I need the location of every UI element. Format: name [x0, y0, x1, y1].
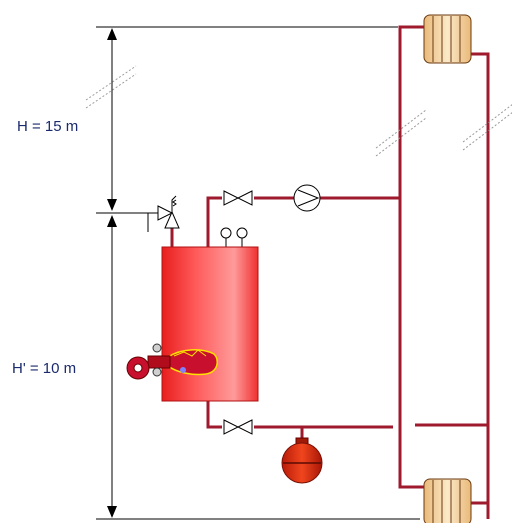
- expansion-vessel-icon: [281, 437, 323, 484]
- return-riser: [470, 52, 490, 519]
- dimension-lines: [96, 26, 420, 520]
- break-mark-icon: [462, 104, 512, 151]
- arrow-up-icon: [107, 28, 117, 40]
- lower-height-label: H' = 10 m: [12, 360, 77, 377]
- pressure-gauge-icon: [220, 227, 232, 247]
- radiator-icon: [423, 478, 472, 526]
- pipework: [170, 25, 490, 519]
- return-pipe-left: [206, 400, 393, 429]
- break-mark-icon: [85, 65, 137, 109]
- burner-icon: [126, 343, 219, 380]
- gate-valve-icon: [222, 419, 254, 435]
- break-mark-icon: [375, 109, 427, 157]
- safety-valve-icon: [157, 195, 180, 229]
- flow-riser-bottom: [398, 198, 424, 489]
- radiator-icon: [423, 14, 472, 64]
- flow-pipe: [206, 196, 400, 247]
- flow-riser-top: [398, 25, 424, 198]
- upper-height-label: H = 15 m: [17, 118, 79, 135]
- thermometer-icon: [236, 227, 248, 247]
- arrow-up-icon: [107, 215, 117, 227]
- circulator-pump-icon: [293, 184, 321, 212]
- gate-valve-icon: [222, 190, 254, 206]
- arrow-down-icon: [107, 199, 117, 211]
- boiler-tank: [161, 246, 259, 402]
- dimension-arrows: [107, 28, 117, 518]
- arrow-down-icon: [107, 506, 117, 518]
